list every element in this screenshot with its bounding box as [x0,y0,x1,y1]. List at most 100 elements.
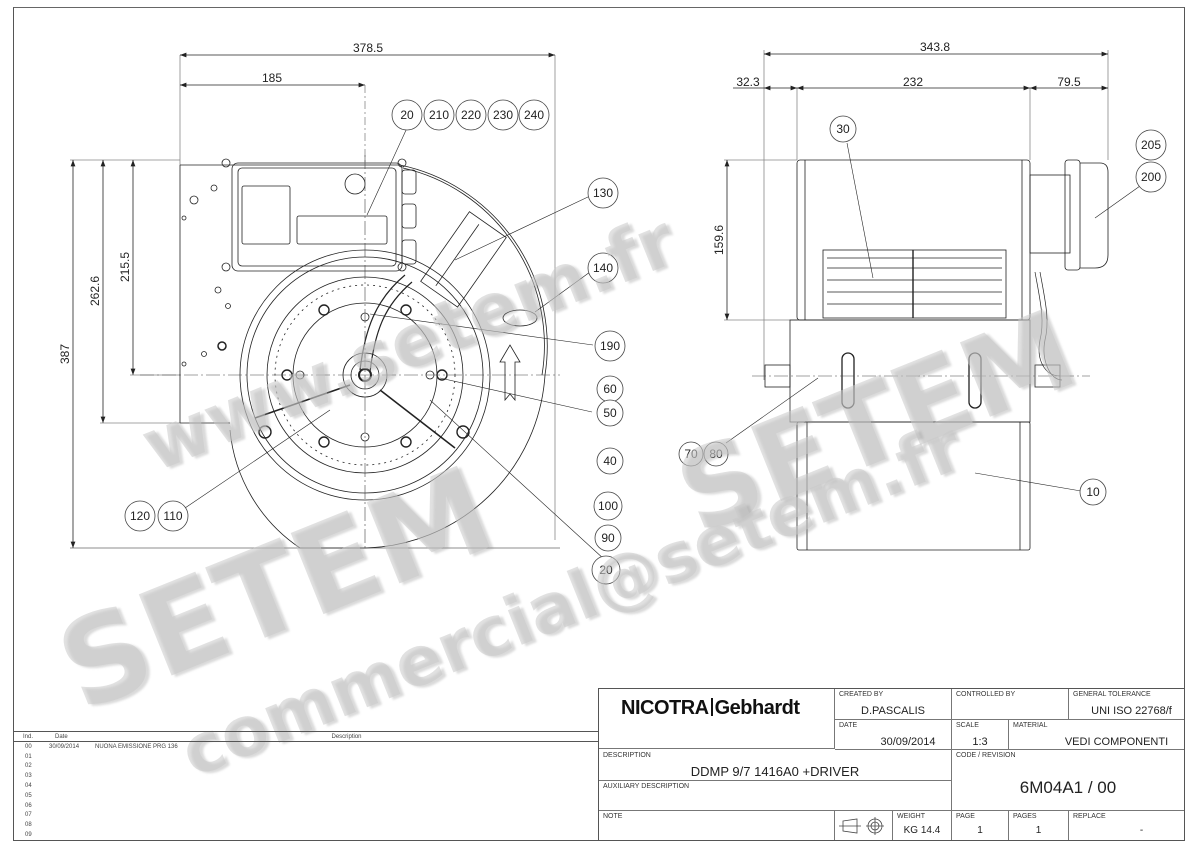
logo-text-gebhardt: Gebhardt [714,697,800,719]
rev-date: 30/09/2014 [49,743,80,750]
balloon-label: 130 [593,186,613,200]
code-revision-label: CODE / REVISION [956,752,1016,759]
rev-ind: 02 [25,763,32,770]
dim-front-center-offset: 185 [262,71,282,85]
balloon-label: 205 [1141,138,1161,152]
note-cell: NOTE [599,811,835,840]
general-tolerance-cell: GENERAL TOLERANCE UNI ISO 22768/f [1069,689,1184,720]
scale-label: SCALE [956,722,979,729]
code-revision-cell: CODE / REVISION 6M04A1 / 00 [952,750,1184,811]
auxiliary-description-label: AUXILIARY DESCRIPTION [603,783,690,790]
balloon-label: 190 [600,339,620,353]
created-by-cell: CREATED BY D.PASCALIS [835,689,952,720]
header-date: Date [55,733,68,740]
table-row: 09 [13,830,598,840]
dim-front-overall-height: 387 [58,344,72,364]
first-angle-projection-icon [839,817,884,835]
projection-symbol-cell [835,811,893,840]
rev-ind: 09 [25,832,32,839]
replace-label: REPLACE [1073,813,1106,820]
dim-side-left-offset: 32.3 [736,75,760,89]
replace-value: - [1139,825,1144,836]
dim-front-overall-width: 378.5 [353,41,383,55]
weight-value: KG 14.4 [903,825,941,836]
balloon-label: 200 [1141,170,1161,184]
balloon-label: 30 [836,122,850,136]
rev-ind: 05 [25,792,32,799]
general-tolerance-label: GENERAL TOLERANCE [1073,691,1151,698]
auxiliary-description-cell: AUXILIARY DESCRIPTION [599,781,952,811]
note-label: NOTE [603,813,623,820]
revision-table: Ind. Date Description 00 30/09/2014 NUONA … [13,731,598,841]
balloon-label: 230 [493,108,513,122]
table-row: 05 [13,791,598,801]
table-row: 00 30/09/2014 NUONA EMISSIONE PRG 136 [13,742,598,752]
dim-front-axis-height: 215.5 [118,252,132,282]
revision-table-header: Ind. Date Description [13,732,598,742]
balloon-label: 20 [400,108,414,122]
material-value: VEDI COMPONENTI [1064,736,1169,748]
dim-side-overall-width: 343.8 [920,40,950,54]
material-cell: MATERIAL VEDI COMPONENTI [1009,720,1184,750]
logo-text-nicotra: NICOTRA [621,697,709,719]
description-label: DESCRIPTION [603,752,651,759]
pages-label: PAGES [1013,813,1037,820]
logo-separator [710,698,713,716]
rev-ind: 03 [25,773,32,780]
balloon-label: 120 [130,509,150,523]
balloon-label: 210 [429,108,449,122]
rev-ind: 06 [25,802,32,809]
general-tolerance-value: UNI ISO 22768/f [1091,705,1172,717]
balloon-label: 20 [599,563,613,577]
page-cell: PAGE 1 [952,811,1009,840]
date-cell: DATE 30/09/2014 [835,720,952,750]
rev-description: NUONA EMISSIONE PRG 136 [95,743,178,750]
balloon-label: 10 [1086,485,1100,499]
balloon-label: 110 [163,509,182,523]
rev-ind: 04 [25,783,32,790]
rev-ind: 00 [25,743,32,750]
weight-label: WEIGHT [897,813,925,820]
balloon-label: 40 [603,454,617,468]
balloon-label: 100 [598,499,618,513]
balloon-label: 90 [601,531,615,545]
rev-ind: 08 [25,822,32,829]
balloon-label: 70 [684,447,698,461]
replace-cell: REPLACE - [1069,811,1184,840]
balloon-label: 220 [461,108,481,122]
scale-value: 1:3 [972,736,988,748]
code-revision-value: 6M04A1 / 00 [1019,778,1117,797]
material-label: MATERIAL [1013,722,1048,729]
balloon-label: 80 [709,447,723,461]
dim-side-housing-width: 232 [903,75,923,89]
rev-ind: 01 [25,753,32,760]
controlled-by-cell: CONTROLLED BY [952,689,1069,720]
table-row: 03 [13,771,598,781]
scale-cell: SCALE 1:3 [952,720,1009,750]
balloon-label: 140 [593,261,613,275]
description-value: DDMP 9/7 1416A0 +DRIVER [690,764,860,779]
controlled-by-label: CONTROLLED BY [956,691,1016,698]
table-row: 07 [13,811,598,821]
table-row: 04 [13,781,598,791]
pages-cell: PAGES 1 [1009,811,1069,840]
table-row: 02 [13,762,598,772]
date-value: 30/09/2014 [880,736,936,748]
dim-side-motor-projection: 79.5 [1057,75,1081,89]
weight-cell: WEIGHT KG 14.4 [893,811,952,840]
page-value: 1 [977,825,983,836]
table-row: 01 [13,752,598,762]
description-cell: DESCRIPTION DDMP 9/7 1416A0 +DRIVER [599,750,952,781]
dim-side-outlet-height: 159.6 [712,225,726,255]
pages-value: 1 [1035,825,1042,836]
header-description: Description [331,733,362,740]
date-label: DATE [839,722,858,729]
created-by-label: CREATED BY [839,691,884,698]
balloon-label: 240 [524,108,544,122]
dim-front-outlet-height: 262.6 [88,276,102,306]
table-row: 08 [13,820,598,830]
